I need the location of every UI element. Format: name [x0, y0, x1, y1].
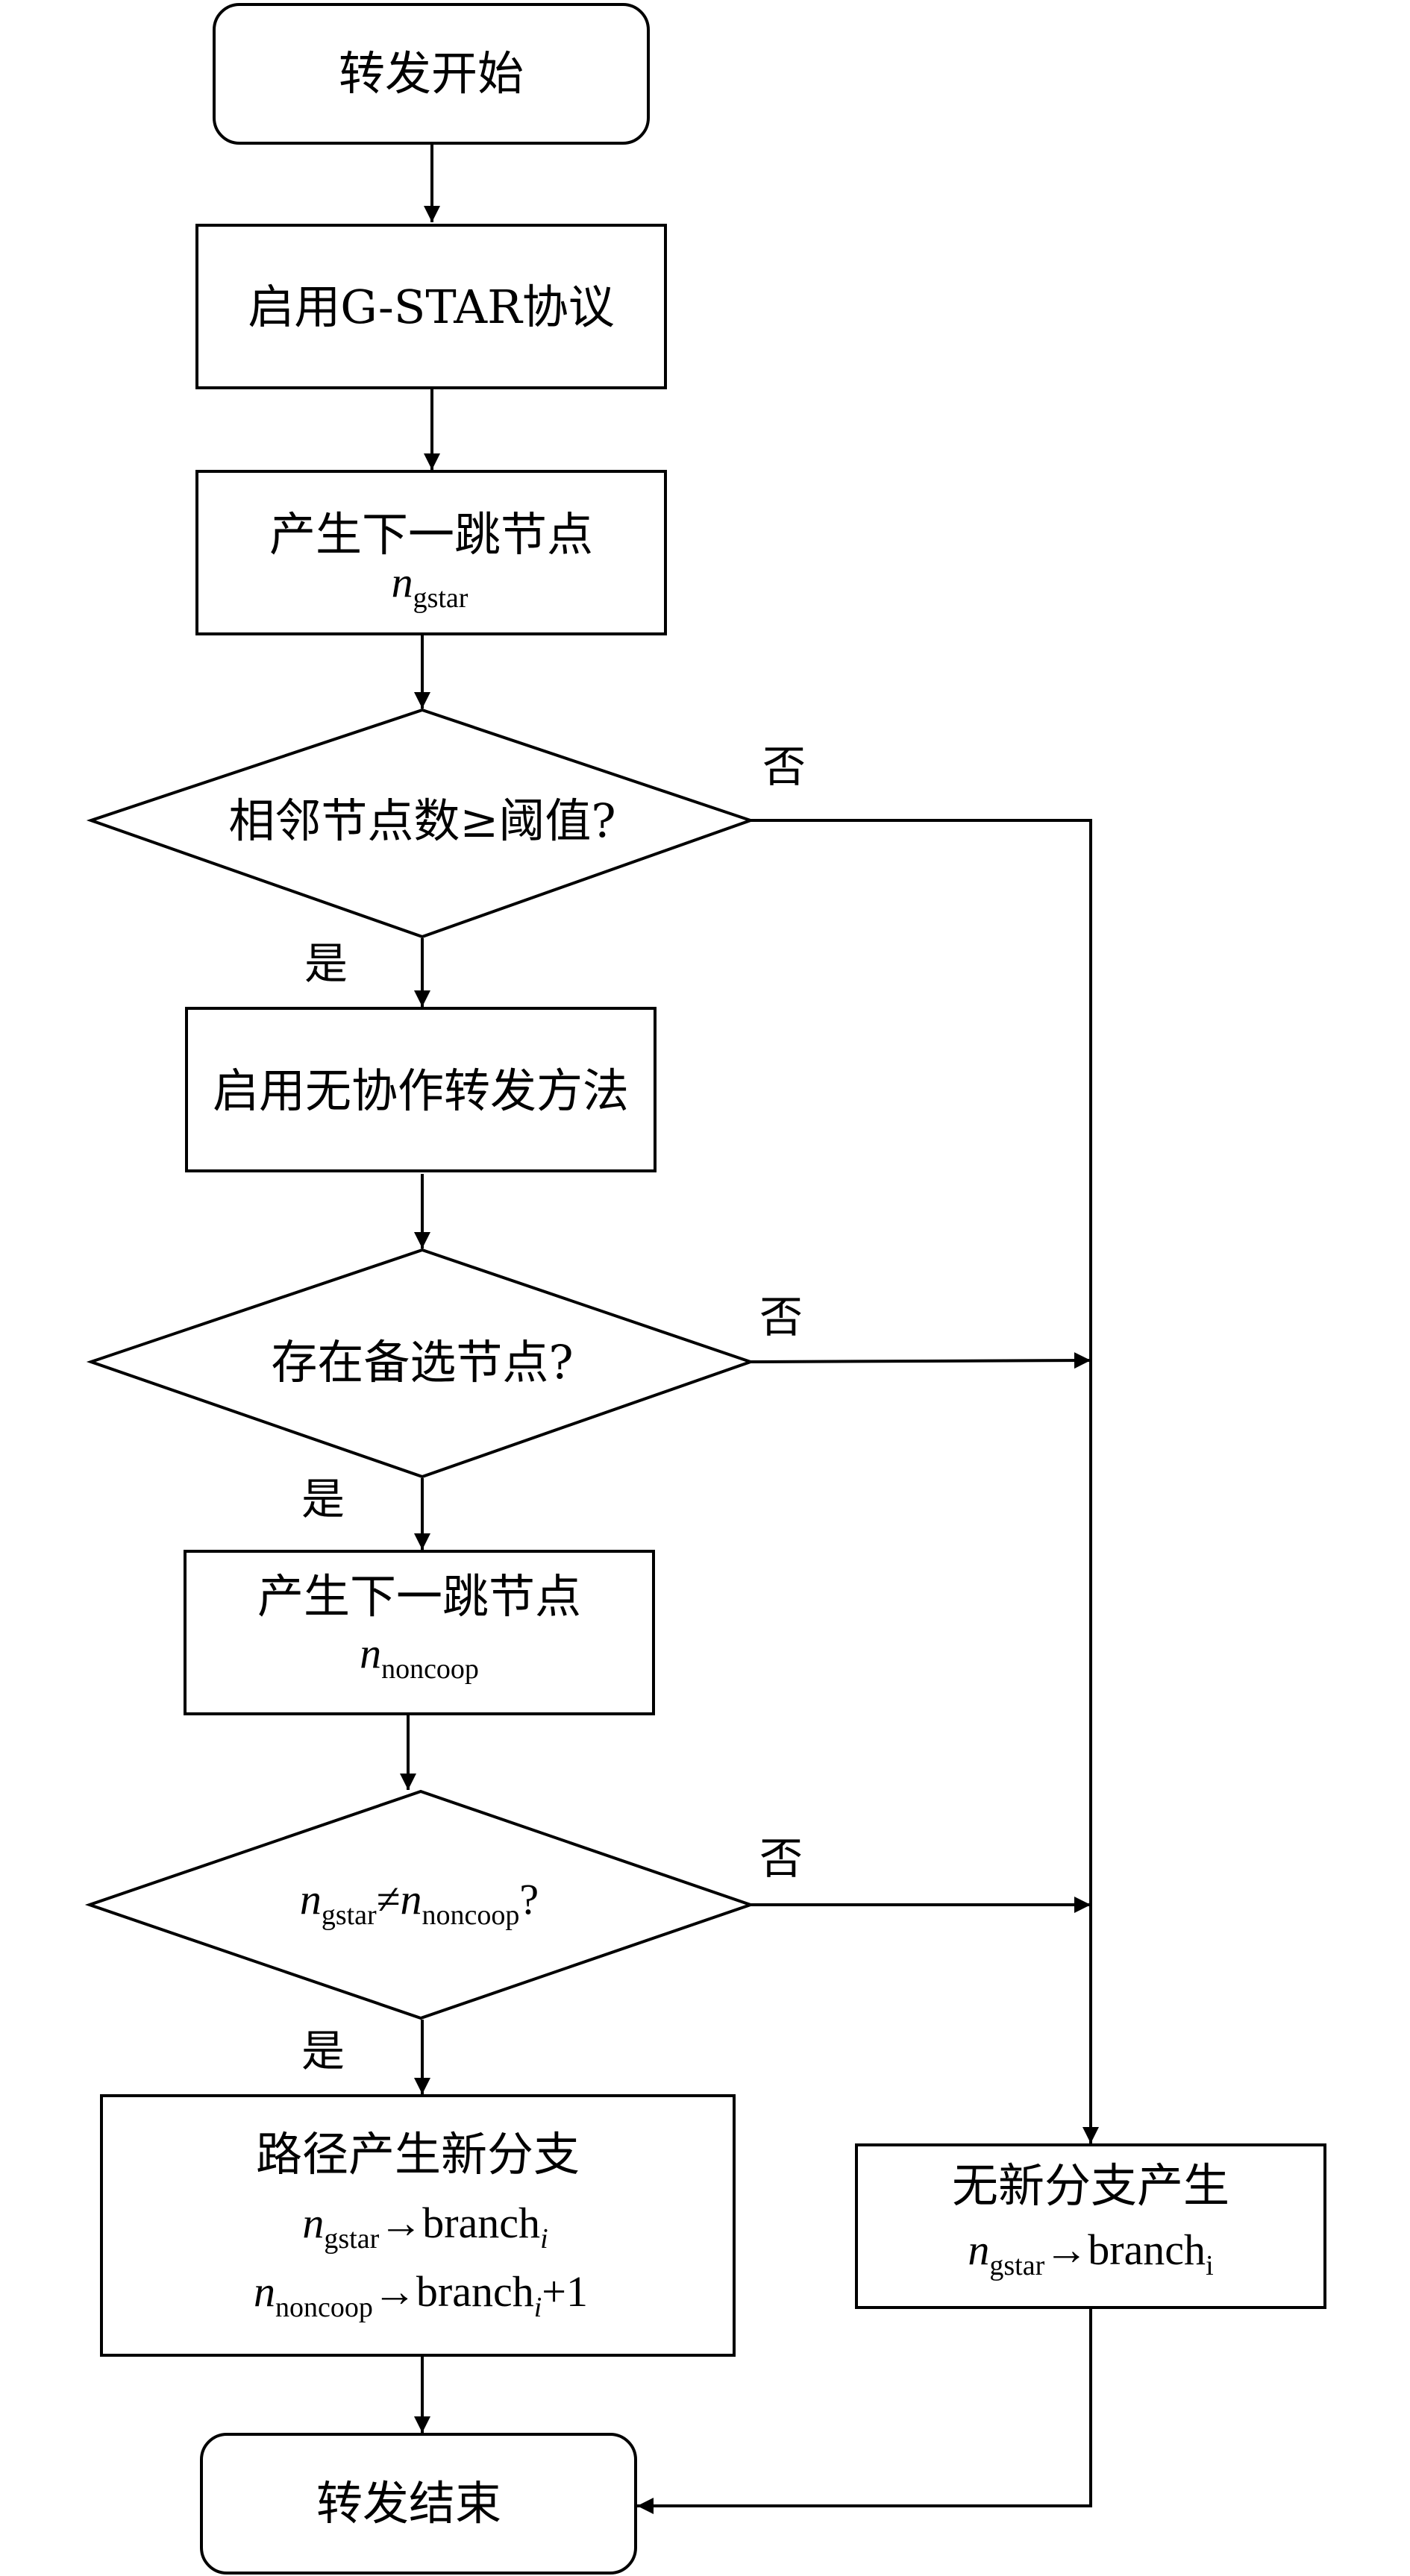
neighbors-check-label: 相邻节点数≥阈值? [228, 794, 615, 848]
end-label: 转发结束 [316, 2476, 501, 2531]
next-hop-gstar-label: 产生下一跳节点 [269, 507, 593, 562]
label-candidate-no: 否 [759, 1292, 803, 1342]
no-branch-line1: ngstar→branchi [968, 2225, 1213, 2281]
edge-nobranch-to-end [637, 2309, 1092, 2514]
enable-noncoop-label: 启用无协作转发方法 [213, 1064, 629, 1118]
enable-noncoop-node: 启用无协作转发方法 [185, 1007, 657, 1172]
no-branch-node: 无新分支产生 ngstar→branchi [855, 2143, 1326, 2309]
edge-neighbors-no [751, 819, 1099, 2143]
candidate-check-node: 存在备选节点? [86, 1248, 756, 1479]
label-neighbors-no: 否 [762, 741, 806, 792]
edges [400, 145, 1099, 2514]
start-node: 转发开始 [213, 3, 650, 145]
enable-gstar-label: 启用G-STAR协议 [248, 280, 615, 334]
new-branch-line1: ngstar→branchi [302, 2199, 548, 2255]
neighbors-check-node: 相邻节点数≥阈值? [86, 708, 756, 939]
new-branch-label: 路径产生新分支 [256, 2127, 580, 2181]
end-node: 转发结束 [200, 2433, 637, 2575]
label-neighbors-yes: 是 [304, 938, 348, 989]
edge-labels: 否 是 否 是 否 是 [301, 741, 806, 2076]
next-hop-gstar-var: ngstar [392, 558, 469, 614]
next-hop-noncoop-label: 产生下一跳节点 [257, 1569, 581, 1624]
enable-gstar-node: 启用G-STAR协议 [195, 224, 667, 389]
candidate-check-label: 存在备选节点? [271, 1335, 573, 1389]
label-compare-no: 否 [759, 1833, 803, 1884]
next-hop-noncoop-var: nnoncoop [360, 1629, 479, 1685]
next-hop-noncoop-node: 产生下一跳节点 nnoncoop [184, 1550, 655, 1715]
no-branch-label: 无新分支产生 [952, 2158, 1229, 2213]
compare-check-label: ngstar≠nnoncoop? [300, 1875, 539, 1931]
label-compare-yes: 是 [301, 2026, 345, 2076]
label-candidate-yes: 是 [301, 1474, 345, 1524]
start-label: 转发开始 [339, 46, 524, 101]
next-hop-gstar-node: 产生下一跳节点 ngstar [195, 470, 667, 635]
edge-candidate-no [750, 1352, 1091, 1369]
new-branch-line2: nnoncoop→branchi+1 [254, 2267, 588, 2323]
new-branch-node: 路径产生新分支 ngstar→branchi nnoncoop→branchi+… [100, 2094, 736, 2357]
compare-check-node: ngstar≠nnoncoop? [84, 1789, 756, 2020]
